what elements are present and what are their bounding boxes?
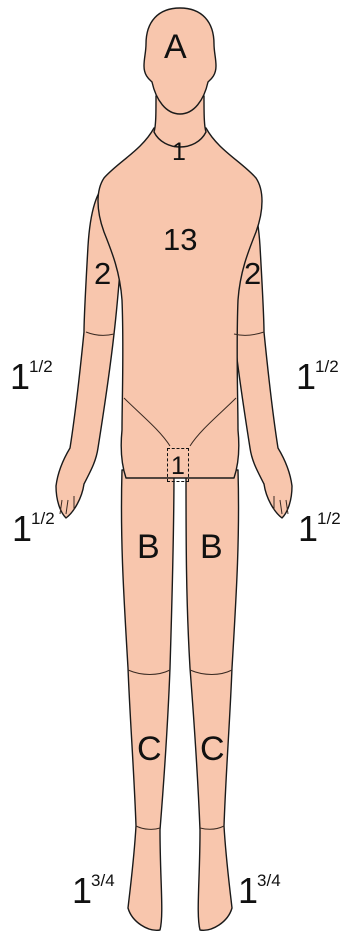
left-forearm-whole: 1 xyxy=(10,356,29,397)
trunk-label: 13 xyxy=(163,224,197,255)
left-forearm-fraction: 1/2 xyxy=(29,357,53,376)
right-forearm-fraction: 1/2 xyxy=(315,357,339,376)
head-label: A xyxy=(164,30,187,64)
torso-shape xyxy=(98,128,262,478)
right-hand-whole: 1 xyxy=(298,508,317,549)
right-foot-whole: 1 xyxy=(238,870,257,911)
left-hand-fraction: 1/2 xyxy=(31,509,55,528)
right-hand-label: 11/2 xyxy=(298,510,341,547)
left-foot-label: 13/4 xyxy=(72,872,115,909)
left-foot-fraction: 3/4 xyxy=(91,871,115,890)
left-hand-whole: 1 xyxy=(12,508,31,549)
right-forearm-label: 11/2 xyxy=(296,358,339,395)
left-upper-arm-label: 2 xyxy=(94,258,111,289)
right-foot-label: 13/4 xyxy=(238,872,281,909)
right-lower-leg-label: C xyxy=(200,732,225,766)
right-forearm-whole: 1 xyxy=(296,356,315,397)
right-upper-arm-label: 2 xyxy=(244,258,261,289)
left-hand-label: 11/2 xyxy=(12,510,55,547)
neck-label: 1 xyxy=(172,140,186,165)
left-lower-leg-label: C xyxy=(137,732,162,766)
right-hand-fraction: 1/2 xyxy=(317,509,341,528)
left-thigh-label: B xyxy=(137,530,160,564)
left-foot-whole: 1 xyxy=(72,870,91,911)
left-forearm-label: 11/2 xyxy=(10,358,53,395)
right-foot-fraction: 3/4 xyxy=(257,871,281,890)
right-thigh-label: B xyxy=(200,530,223,564)
genitals-label: 1 xyxy=(167,448,189,482)
